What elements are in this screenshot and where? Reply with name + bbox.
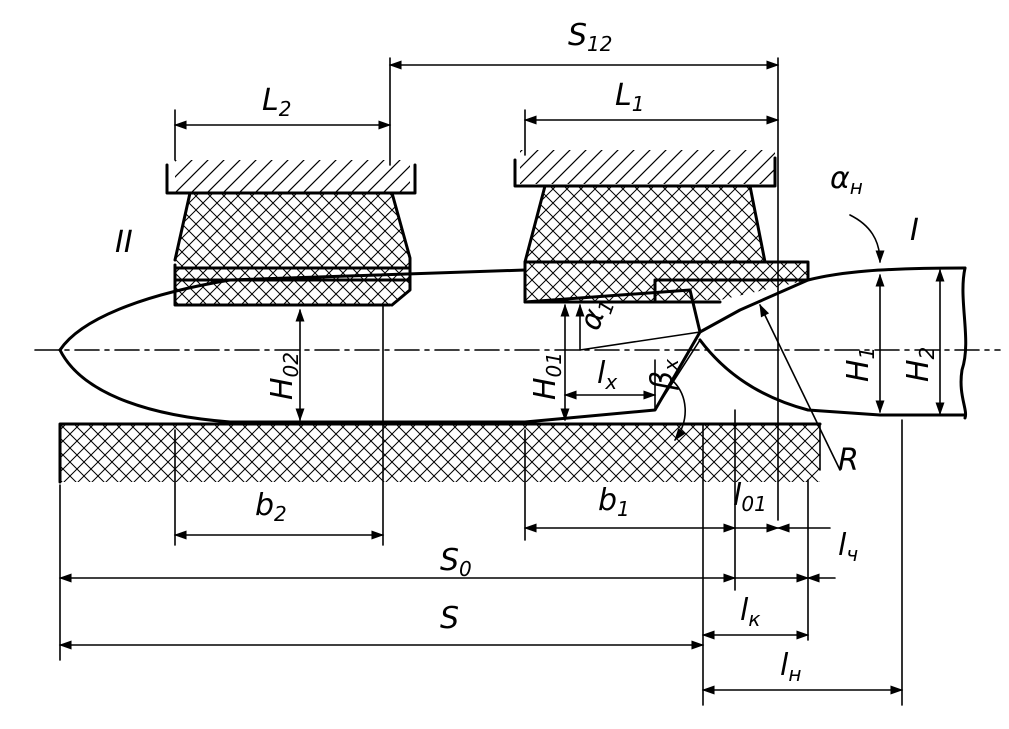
- label-H1: H1: [841, 347, 879, 382]
- label-H01: H01: [528, 352, 566, 400]
- label-alpha-h: αн: [830, 161, 863, 199]
- label-H02: H02: [265, 352, 303, 400]
- stand-II-housing: [165, 160, 417, 195]
- workpiece-profile: [58, 266, 968, 424]
- label-l01: l01: [733, 478, 767, 516]
- label-lh: lн: [780, 648, 801, 686]
- stand-II-roll-body: [173, 191, 412, 307]
- label-H2: H2: [901, 347, 939, 382]
- label-R: R: [838, 443, 859, 478]
- label-I: I: [910, 213, 919, 248]
- label-b2: b2: [255, 488, 287, 526]
- label-L2: L2: [262, 83, 291, 121]
- dimension-lines: [58, 57, 945, 706]
- label-beta-x: βx: [645, 359, 683, 391]
- label-lch: lч: [838, 528, 858, 566]
- label-b1: b1: [598, 483, 630, 521]
- stand-I-roll-body: [523, 184, 810, 304]
- label-S12: S12: [568, 18, 613, 56]
- label-L1: L1: [615, 78, 644, 116]
- bottom-plate: [58, 422, 822, 484]
- stand-I-housing: [513, 150, 777, 188]
- label-II: II: [115, 225, 133, 260]
- label-S0: S0: [440, 543, 472, 581]
- label-lx: lx: [597, 356, 617, 394]
- label-lk: lк: [740, 593, 760, 631]
- label-S: S: [440, 601, 459, 636]
